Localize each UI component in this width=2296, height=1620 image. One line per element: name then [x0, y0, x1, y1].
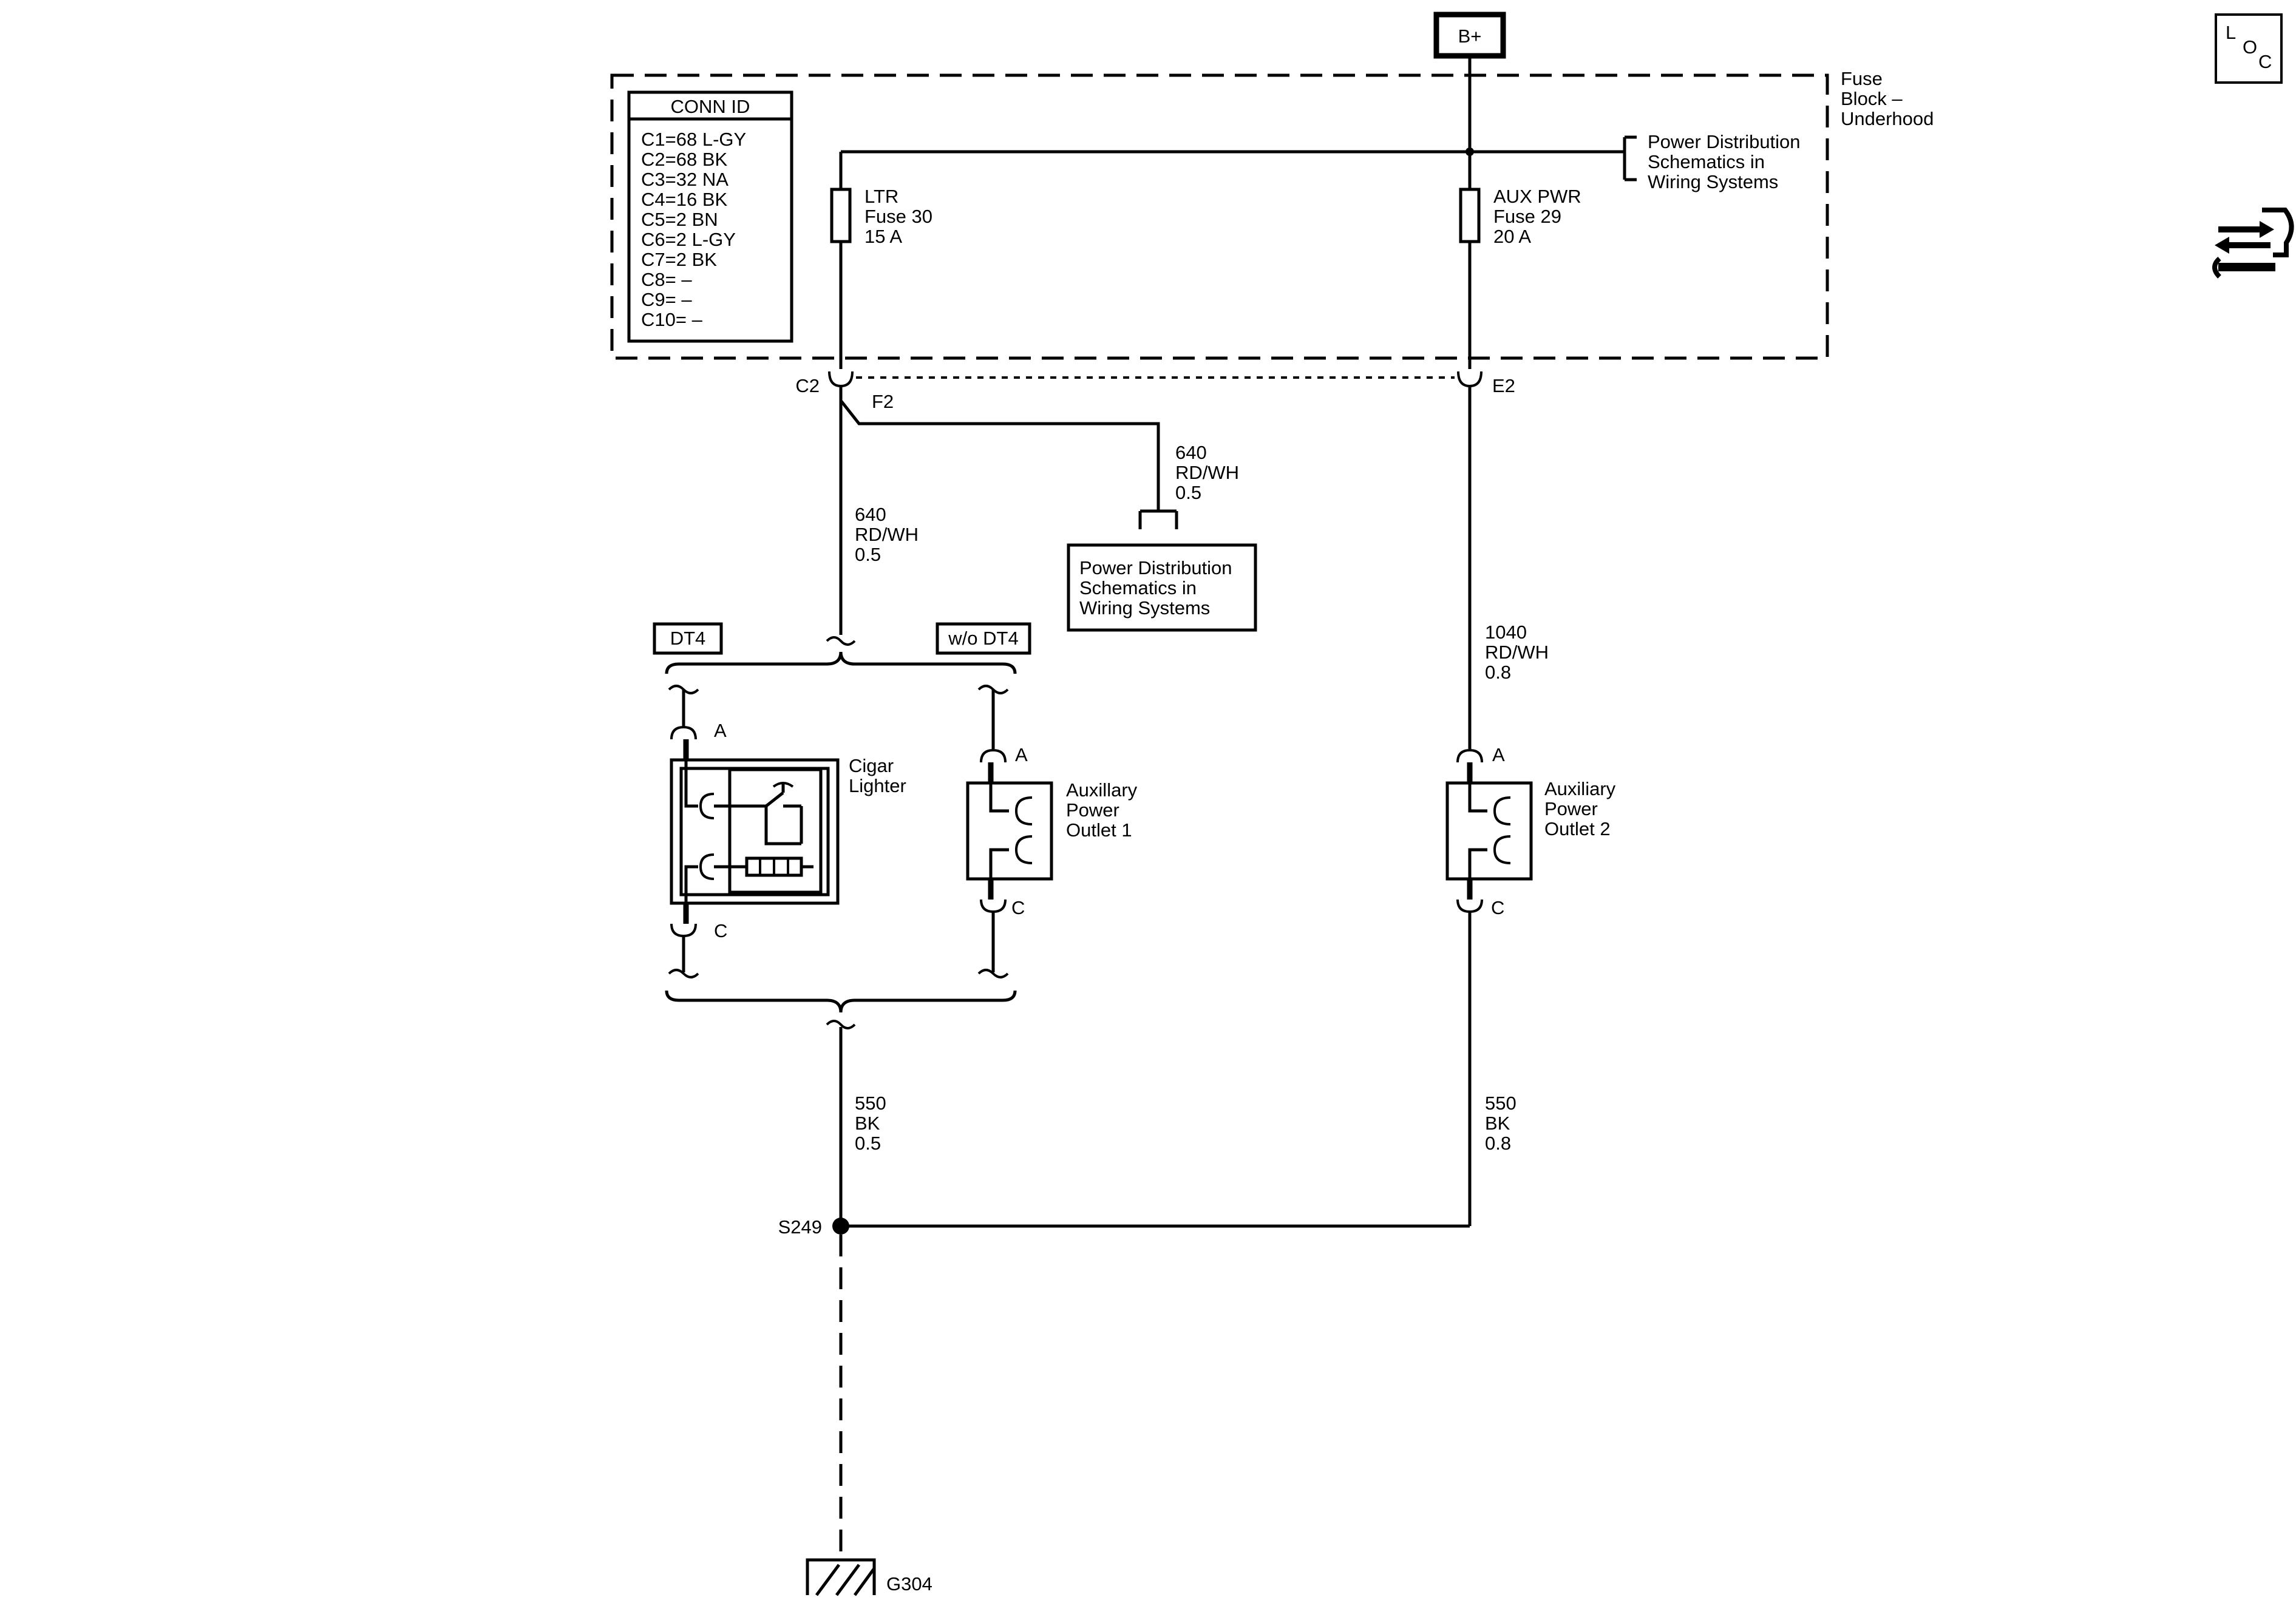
- power-dist-ref-mid: Power Distribution Schematics in Wiring …: [1079, 557, 1237, 619]
- fuse-aux-symbol: [1459, 188, 1481, 369]
- conn-id-header: CONN ID: [671, 96, 750, 117]
- svg-text:O: O: [2243, 36, 2257, 58]
- cigar-pin-a: A: [714, 720, 727, 741]
- connector-c2-label: C2: [795, 375, 820, 396]
- fuse-ltr-symbol: [830, 188, 852, 369]
- aux-outlet-1-label: Auxillary Power Outlet 1: [1066, 779, 1143, 841]
- wire-1040-label: 1040 RD/WH 0.8: [1485, 622, 1554, 683]
- battery-source: B+: [1433, 12, 1506, 59]
- wire-break-bottom: [826, 1020, 856, 1029]
- option-brace-top: [665, 651, 1017, 674]
- fuse-block-label: Fuse Block – Underhood: [1841, 68, 1934, 129]
- wire-550-left-label: 550 BK 0.5: [855, 1093, 891, 1154]
- cigar-lighter-label: Cigar Lighter: [849, 755, 906, 796]
- option-wo-dt4-label: w/o DT4: [948, 628, 1018, 649]
- power-dist-ref-top: Power Distribution Schematics in Wiring …: [1648, 131, 1805, 192]
- option-brace-bottom: [665, 990, 1017, 1013]
- ground-g304-symbol: [806, 1558, 876, 1596]
- connector-e2-label: E2: [1492, 375, 1515, 396]
- aux2-pin-c: C: [1491, 897, 1504, 918]
- option-wo-dt4-tag: w/o DT4: [936, 622, 1031, 655]
- svg-text:C: C: [2258, 51, 2272, 72]
- splice-s249-label: S249: [778, 1216, 822, 1238]
- fuse-aux-label: AUX PWR Fuse 29 20 A: [1493, 186, 1586, 247]
- conn-id-table: CONN ID C1=68 L-GY C2=68 BK C3=32 NA C4=…: [627, 90, 793, 343]
- wire-break-top: [826, 636, 856, 646]
- aux1-pin-c: C: [1011, 897, 1025, 918]
- supply-bus: [839, 56, 1637, 189]
- aux-outlet-2-circuit: [1445, 748, 1533, 913]
- wire-550-right-label: 550 BK 0.8: [1485, 1093, 1521, 1154]
- battery-source-label: B+: [1458, 25, 1482, 47]
- aux-outlet-2-label: Auxiliary Power Outlet 2: [1544, 778, 1621, 839]
- cigar-pin-c: C: [714, 920, 727, 941]
- connector-e2: [1457, 371, 1483, 401]
- aux1-pin-a: A: [1015, 744, 1028, 765]
- connector-c2: [828, 371, 854, 401]
- aux2-pin-a: A: [1492, 744, 1505, 765]
- aux-outlet-1-circuit: [966, 685, 1053, 978]
- option-dt4-label: DT4: [670, 628, 706, 649]
- wire-640-branch-label: 640 RD/WH 0.5: [1175, 442, 1245, 503]
- fuse-ltr-label: LTR Fuse 30 15 A: [864, 186, 938, 247]
- connector-f2-label: F2: [872, 391, 894, 412]
- power-dist-ref-mid-box: [1067, 543, 1257, 632]
- ground-g304-label: G304: [886, 1573, 932, 1595]
- diagnostic-plug-icon[interactable]: [2212, 208, 2294, 279]
- cigar-lighter-circuit: [668, 685, 840, 978]
- option-dt4-tag: DT4: [653, 622, 723, 655]
- branch-f2: [840, 399, 1178, 529]
- fuse-block-enclosure: [610, 73, 1829, 360]
- conn-id-rows: C1=68 L-GY C2=68 BK C3=32 NA C4=16 BK C5…: [641, 129, 751, 330]
- loc-icon[interactable]: L O C: [2215, 13, 2283, 84]
- splice-s249: [832, 1218, 849, 1235]
- wire-640-main-label: 640 RD/WH 0.5: [855, 504, 924, 565]
- svg-text:L: L: [2226, 22, 2236, 43]
